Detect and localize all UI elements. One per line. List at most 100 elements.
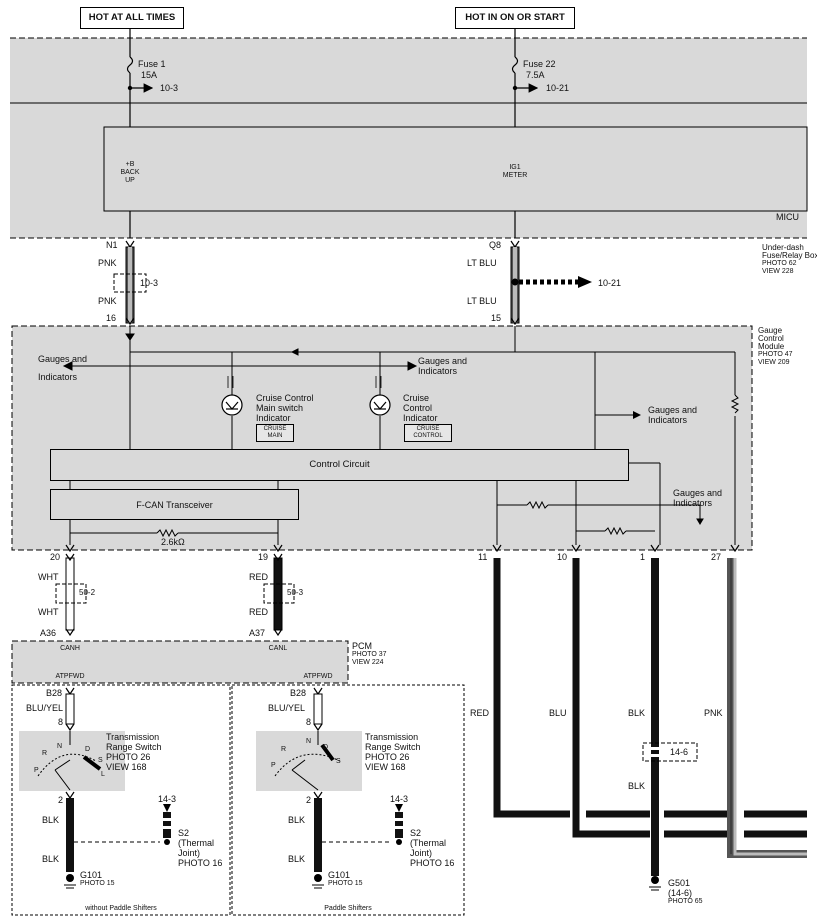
ltblu-color-top: LT BLU (467, 258, 497, 268)
left-caption: without Paddle Shifters (83, 905, 159, 913)
pin-19: 19 (258, 552, 269, 562)
blu-output-wire (572, 558, 807, 838)
trans-left-shaded-area (19, 731, 125, 791)
right-g101-photo: PHOTO 15 (328, 880, 363, 887)
left-s2-ref: 14-3 (158, 794, 177, 804)
left-pos-l: L (101, 771, 105, 778)
pnk-wire-top (125, 240, 135, 326)
left-range-switch-label: Transmission Range Switch PHOTO 26 VIEW … (106, 732, 162, 772)
right-caption: Paddle Shifters (322, 905, 374, 913)
pcm-photo: PHOTO 37 (352, 651, 387, 658)
pcm-outline (11, 640, 349, 684)
left-b28: B28 (46, 688, 63, 698)
right-pin-2: 2 (306, 795, 312, 805)
g501-label: G501 (668, 878, 691, 888)
ltblu-wire (510, 240, 592, 326)
right-blu-yel: BLU/YEL (268, 703, 306, 713)
control-circuit-label: Control Circuit (309, 459, 370, 470)
hot-in-on-or-start-label: HOT IN ON OR START (455, 7, 575, 29)
module-output-pins (65, 544, 740, 553)
wht-splice: 50-2 (79, 588, 96, 597)
cruise-control-bulb (369, 394, 391, 416)
paddle-box (231, 684, 465, 916)
f-can-transceiver-box: F-CAN Transceiver (50, 489, 299, 520)
right-s2-label: S2 (Thermal Joint) PHOTO 16 (410, 828, 455, 868)
pin-1: 1 (640, 552, 646, 562)
without-paddle-box (11, 684, 231, 916)
wht-color-bottom: WHT (38, 607, 59, 617)
left-pin-8: 8 (58, 717, 64, 727)
pnk-pin-bottom: 16 (106, 313, 117, 323)
left-pin-2: 2 (58, 795, 64, 805)
control-circuit-box: Control Circuit (50, 449, 629, 481)
left-pos-p: P (34, 767, 39, 774)
pcm-canh: CANH (60, 645, 80, 652)
right-pin-8: 8 (306, 717, 312, 727)
right-atpfwd: ATPFWD (303, 673, 333, 680)
left-s2-label: S2 (Thermal Joint) PHOTO 16 (178, 828, 223, 868)
resistor-label: 2.6kΩ (161, 537, 185, 547)
cruise-main-bulb (221, 394, 243, 416)
right-pos-r: R (281, 746, 287, 753)
right-range-switch-wiring (274, 687, 403, 889)
left-g101-photo: PHOTO 15 (80, 880, 115, 887)
gauges-left-label: Gauges and (38, 354, 88, 364)
pin-20: 20 (50, 552, 61, 562)
hot-at-all-times-label: HOT AT ALL TIMES (80, 7, 184, 29)
blu-output-label: BLU (549, 708, 567, 718)
pnk-color-top: PNK (98, 258, 117, 268)
ltblu-pin-bottom: 15 (491, 313, 502, 323)
fuse-22-name: Fuse 22 (523, 59, 556, 69)
fuse-22-symbol (511, 38, 539, 127)
red-color-top: RED (249, 572, 269, 582)
wht-pin: A36 (40, 628, 57, 638)
fuse-1-symbol (126, 38, 154, 127)
pin-11: 11 (478, 552, 488, 562)
fuse-1-amp: 15A (141, 70, 158, 80)
right-pos-d: D (323, 744, 329, 751)
micu-inner-box (103, 126, 808, 212)
left-pos-n: N (57, 743, 63, 750)
g501-ref: (14-6) (668, 888, 693, 898)
fuse-22-amp: 7.5A (526, 70, 545, 80)
g501-photo: PHOTO 65 (668, 898, 703, 905)
blk-output-wire (642, 558, 698, 891)
left-pos-r: R (42, 750, 48, 757)
wht-color-top: WHT (38, 572, 59, 582)
fuse-1-name: Fuse 1 (138, 59, 166, 69)
red-pin: A37 (249, 628, 266, 638)
ltblu-color-bottom: LT BLU (467, 296, 497, 306)
splice-10-3-box (113, 273, 147, 293)
pcm-canl: CANL (268, 645, 288, 652)
left-blu-yel: BLU/YEL (26, 703, 64, 713)
red-can-wire (273, 553, 283, 637)
blk-after-label: BLK (628, 781, 646, 791)
pcm-view: VIEW 224 (352, 659, 384, 666)
pnk-color-bottom: PNK (98, 296, 117, 306)
ltblu-branch-ref: 10-21 (598, 278, 622, 288)
pnk-splice-ref: 10-3 (140, 278, 159, 288)
left-g101: G101 (80, 870, 103, 880)
red-color-bottom: RED (249, 607, 269, 617)
pin-10: 10 (557, 552, 568, 562)
pin-27: 27 (711, 552, 722, 562)
gauge-internal-wiring (62, 326, 740, 545)
cruise-main-label: Cruise Control Main switch Indicator (256, 393, 314, 423)
cruise-control-label: Cruise Control Indicator (403, 393, 438, 423)
left-atpfwd: ATPFWD (55, 673, 85, 680)
ltblu-pin-top: Q8 (489, 240, 502, 250)
red-splice: 50-3 (287, 588, 304, 597)
fuse-relay-box-label: Under-dash Fuse/Relay Box PHOTO 62 VIEW … (762, 243, 817, 276)
micu-outline (10, 37, 807, 239)
micu-shaded-area (10, 38, 807, 238)
f-can-transceiver-label: F-CAN Transceiver (136, 500, 213, 510)
left-range-switch-wiring (37, 687, 171, 889)
right-pos-p: P (271, 762, 276, 769)
